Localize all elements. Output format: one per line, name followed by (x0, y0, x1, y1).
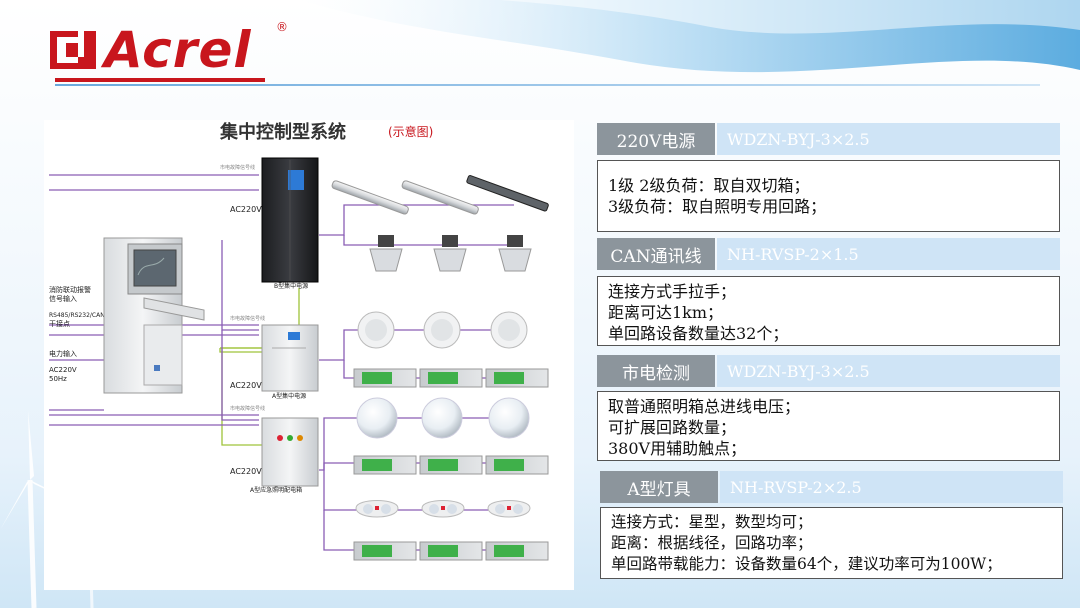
spec-line: 单回路设备数量达32个； (608, 324, 789, 343)
registered-mark: ® (276, 20, 288, 34)
exit-sign-row-3 (353, 541, 549, 561)
diagram-subtitle: (示意图) (388, 124, 433, 139)
mains-signal-label-2: 市电故障信号线 (230, 315, 265, 322)
header-rule-red (55, 78, 265, 82)
spec-label-mains: 市电检测 (597, 355, 715, 387)
spec-line: 连接方式手拉手； (608, 282, 737, 301)
spec-detail-mains: 取普通照明箱总进线电压； 可扩展回路数量； 380V用辅助触点； (597, 391, 1060, 461)
spec-detail-a-lamp: 连接方式：星型，数型均可； 距离：根据线径，回路功率； 单回路带载能力：设备数量… (600, 507, 1063, 579)
header-wave-decoration (300, 0, 1080, 73)
emergency-light-row (355, 500, 531, 518)
ac220-label-2: AC220V (230, 381, 262, 390)
spec-label-can: CAN通讯线 (597, 238, 715, 270)
spec-line: 1级 2级负荷：取自双切箱； (608, 176, 810, 195)
diagram-title: 集中控制型系统 (219, 121, 346, 143)
high-bay-lamp-row (369, 235, 532, 272)
ac220-label-3: AC220V (230, 467, 262, 476)
spec-label-220v: 220V电源 (597, 123, 715, 155)
spec-line: 距离：根据线径，回路功率； (611, 534, 813, 552)
b-type-power-cabinet (261, 157, 319, 283)
spec-line: 可扩展回路数量； (608, 418, 737, 437)
downlight-row (357, 311, 528, 349)
acrel-logo: Acrel (48, 22, 252, 78)
spec-value-a-lamp: NH-RVSP-2×2.5 (720, 471, 1063, 503)
tube-light-row (331, 175, 549, 215)
spec-line: 单回路带载能力：设备数量64个，建议功率可为100W； (611, 555, 1002, 573)
b-type-label: B型集中电源 (274, 282, 308, 290)
spec-value-can: NH-RVSP-2×1.5 (717, 238, 1060, 270)
spec-line: 连接方式：星型，数型均可； (611, 513, 813, 531)
spec-line: 距离可达1km； (608, 303, 724, 322)
power-input-label: 电力输入 (49, 349, 77, 358)
spec-value-mains: WDZN-BYJ-3×2.5 (717, 355, 1060, 387)
fire-input-label-1: 消防联动报警 (49, 285, 91, 294)
hz-label: 50Hz (49, 375, 67, 383)
ac220-50-label: AC220V (49, 366, 77, 374)
spec-label-a-lamp: A型灯具 (600, 471, 718, 503)
fire-input-label-2: 信号输入 (49, 294, 77, 303)
spec-line: 取普通照明箱总进线电压； (608, 397, 801, 416)
mains-signal-label-3: 市电故障信号线 (230, 405, 265, 412)
header-rule-blue (55, 84, 1040, 86)
control-console (103, 237, 205, 394)
rs485-label-1: RS485/RS232/CAN (49, 312, 105, 319)
spec-detail-can: 连接方式手拉手； 距离可达1km； 单回路设备数量达32个； (597, 276, 1060, 346)
a-box-label: A型应急照明配电箱 (250, 486, 302, 494)
spec-value-220v: WDZN-BYJ-3×2.5 (717, 123, 1060, 155)
mains-signal-label-1: 市电故障信号线 (220, 164, 255, 171)
spec-line: 380V用辅助触点； (608, 439, 747, 458)
a-type-distribution-box (261, 417, 319, 487)
rs485-label-2: 干接点 (49, 319, 70, 328)
system-diagram-svg: 集中控制型系统 (示意图) (49, 121, 549, 561)
exit-sign-row-2 (353, 455, 549, 475)
exit-sign-row-1 (353, 368, 549, 388)
acrel-logo-icon (50, 31, 96, 69)
a-type-label: A型集中电源 (272, 392, 306, 400)
logo-text: Acrel (104, 21, 252, 79)
spec-line: 3级负荷：取自照明专用回路； (608, 197, 827, 216)
system-diagram: 集中控制型系统 (示意图) (44, 120, 574, 590)
ac220-label-1: AC220V (230, 205, 262, 214)
ball-lamp-row (356, 397, 530, 439)
spec-detail-220v: 1级 2级负荷：取自双切箱； 3级负荷：取自照明专用回路； (597, 160, 1060, 232)
a-type-power-cabinet (261, 324, 319, 392)
